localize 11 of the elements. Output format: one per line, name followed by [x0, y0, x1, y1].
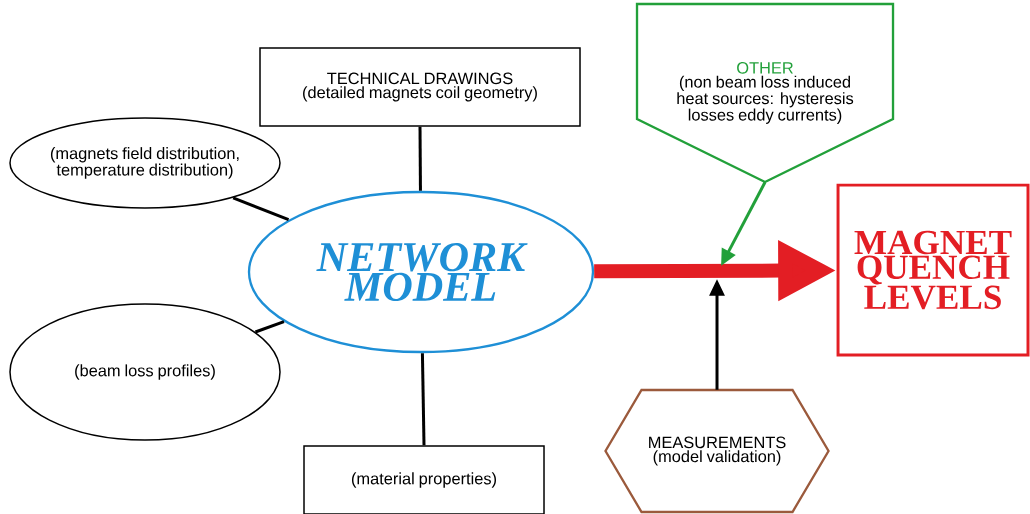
ellipse-bubble: (beam loss profiles): [9, 303, 281, 441]
pentagon-callout: OTHER (non beam loss induced heat sources: hysteresis losses eddy currents): [635, 2, 895, 184]
ellipse-bubble: (magnets field distribution, temperature distribution): [9, 117, 281, 209]
connector-line: [254, 320, 285, 334]
connector-line: [232, 196, 290, 222]
rectangle-box: MAGNET QUENCH LEVELS: [836, 183, 1030, 357]
hexagon-box: MEASUREMENTS (model validation): [604, 388, 830, 514]
ellipse-bubble: NETWORK MODEL: [247, 190, 595, 354]
connector-line: [420, 353, 426, 446]
rectangle-box: TECHNICAL DRAWINGS (detailed magnets coil geometry): [259, 47, 581, 127]
connector-line: [418, 126, 422, 191]
